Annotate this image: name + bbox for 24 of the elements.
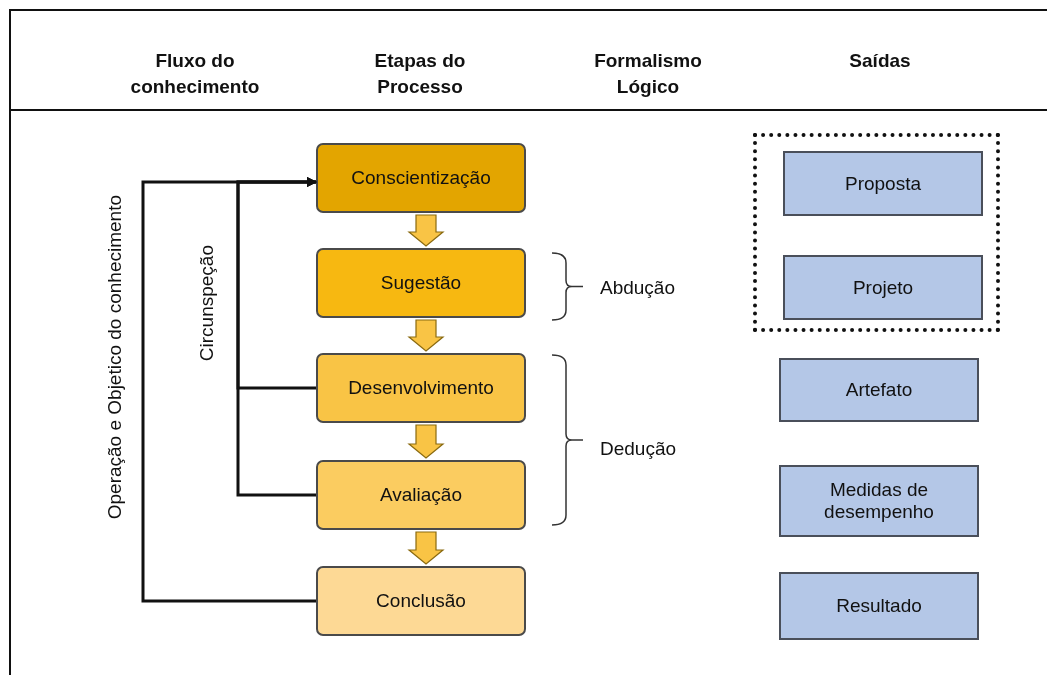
block-arrow xyxy=(407,214,445,247)
output-box: Resultado xyxy=(779,572,979,640)
output-box: Projeto xyxy=(783,255,983,320)
process-box: Avaliação xyxy=(316,460,526,530)
process-box: Conclusão xyxy=(316,566,526,636)
vertical-label: Circunspeção xyxy=(196,245,218,362)
process-box: Sugestão xyxy=(316,248,526,318)
block-arrow xyxy=(407,319,445,352)
column-header: Etapas do Processo xyxy=(373,49,467,99)
output-box: Proposta xyxy=(783,151,983,216)
column-header: Fluxo do conhecimento xyxy=(129,49,261,99)
feedback-arrow xyxy=(236,177,317,497)
formalism-label: Dedução xyxy=(600,438,677,460)
formalism-label: Abdução xyxy=(600,277,675,299)
block-arrow xyxy=(407,531,445,565)
process-box: Conscientização xyxy=(316,143,526,213)
output-box: Medidas de desempenho xyxy=(779,465,979,537)
process-box: Desenvolvimento xyxy=(316,353,526,423)
column-header: Formalismo Lógico xyxy=(593,49,703,99)
output-box: Artefato xyxy=(779,358,979,422)
vertical-label: Operação e Objetico do conhecimento xyxy=(104,195,126,520)
block-arrow xyxy=(407,424,445,459)
column-header: Saídas xyxy=(848,49,912,73)
dotted-group-frame xyxy=(753,133,1000,332)
